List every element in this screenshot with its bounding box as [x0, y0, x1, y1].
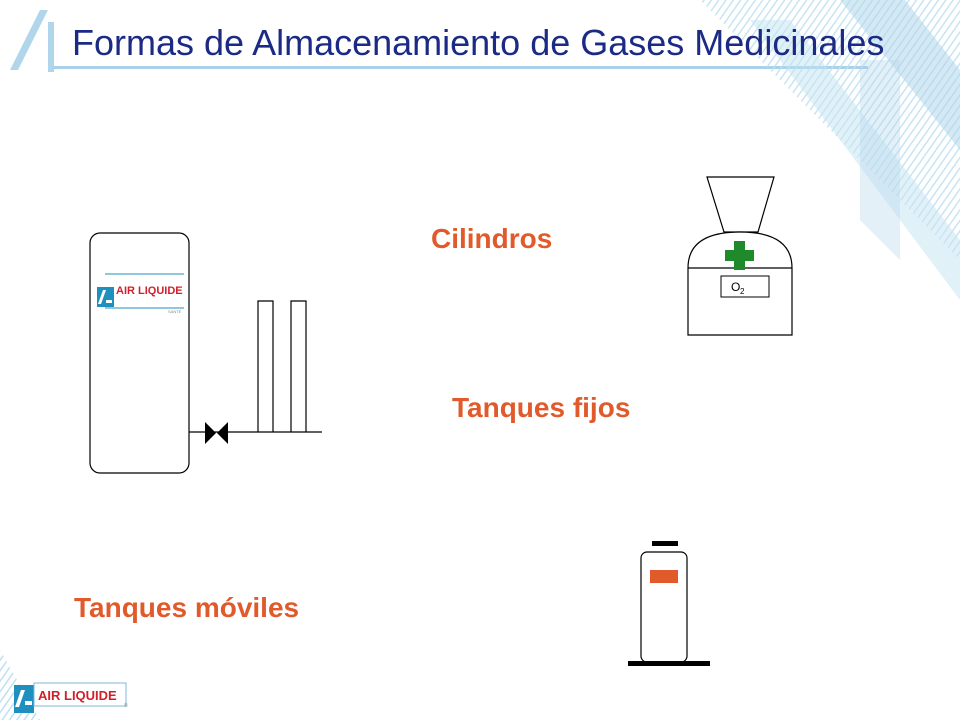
tank-small-text: SANTÉ: [168, 309, 182, 314]
cylinder-cap: [706, 176, 775, 233]
medical-cross-icon: [725, 241, 754, 270]
footer-brand-text: AIR LIQUIDE: [38, 688, 117, 703]
label-tanques-fijos: Tanques fijos: [452, 392, 631, 423]
watermark-logo-icon: [700, 0, 960, 300]
top-left-logo-icon: [10, 10, 54, 72]
tank-brand-text: AIR LIQUIDE: [116, 285, 183, 297]
title-underline: [52, 66, 868, 69]
mobile-tank-base: [628, 661, 710, 666]
label-tanques-moviles: Tanques móviles: [74, 592, 300, 623]
gas-label-box: [720, 275, 770, 298]
tank-air-liquide-logo-icon: [97, 287, 114, 307]
footer-registered: ®: [124, 702, 128, 709]
label-cilindros: Cilindros: [431, 223, 553, 254]
footer-logo-frame: [33, 682, 127, 707]
gas-label-main: O: [731, 280, 740, 294]
gas-label-subscript: 2: [740, 287, 745, 296]
vaporizer-coil-right: [290, 300, 307, 432]
mobile-tank-tag: [650, 570, 678, 583]
valve-icon: [205, 422, 228, 444]
footer-logo-icon: [14, 685, 34, 713]
mobile-tank-top-handle: [652, 541, 678, 546]
vaporizer-coil-left: [257, 300, 274, 432]
fixed-tank-body: [89, 232, 190, 474]
page-title: Formas de Almacenamiento de Gases Medici…: [72, 22, 885, 63]
